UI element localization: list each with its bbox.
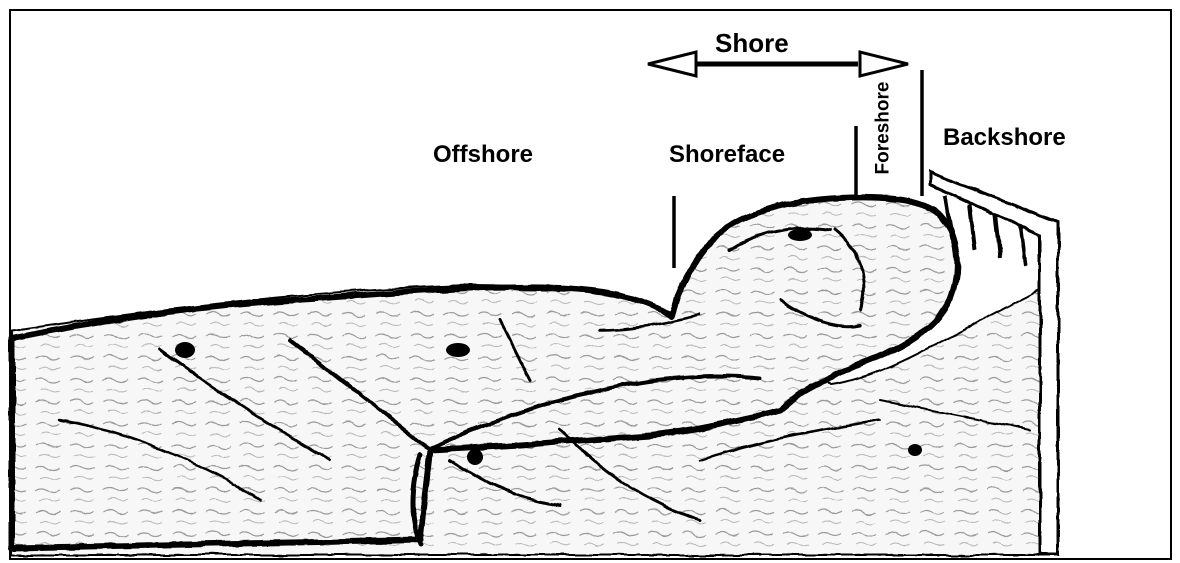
shoreface-label: Shoreface [669, 143, 785, 167]
offshore-label: Offshore [433, 143, 533, 167]
shore-label: Shore [715, 30, 789, 56]
foreshore-label: Foreshore [874, 82, 893, 175]
backshore-label: Backshore [943, 126, 1066, 150]
